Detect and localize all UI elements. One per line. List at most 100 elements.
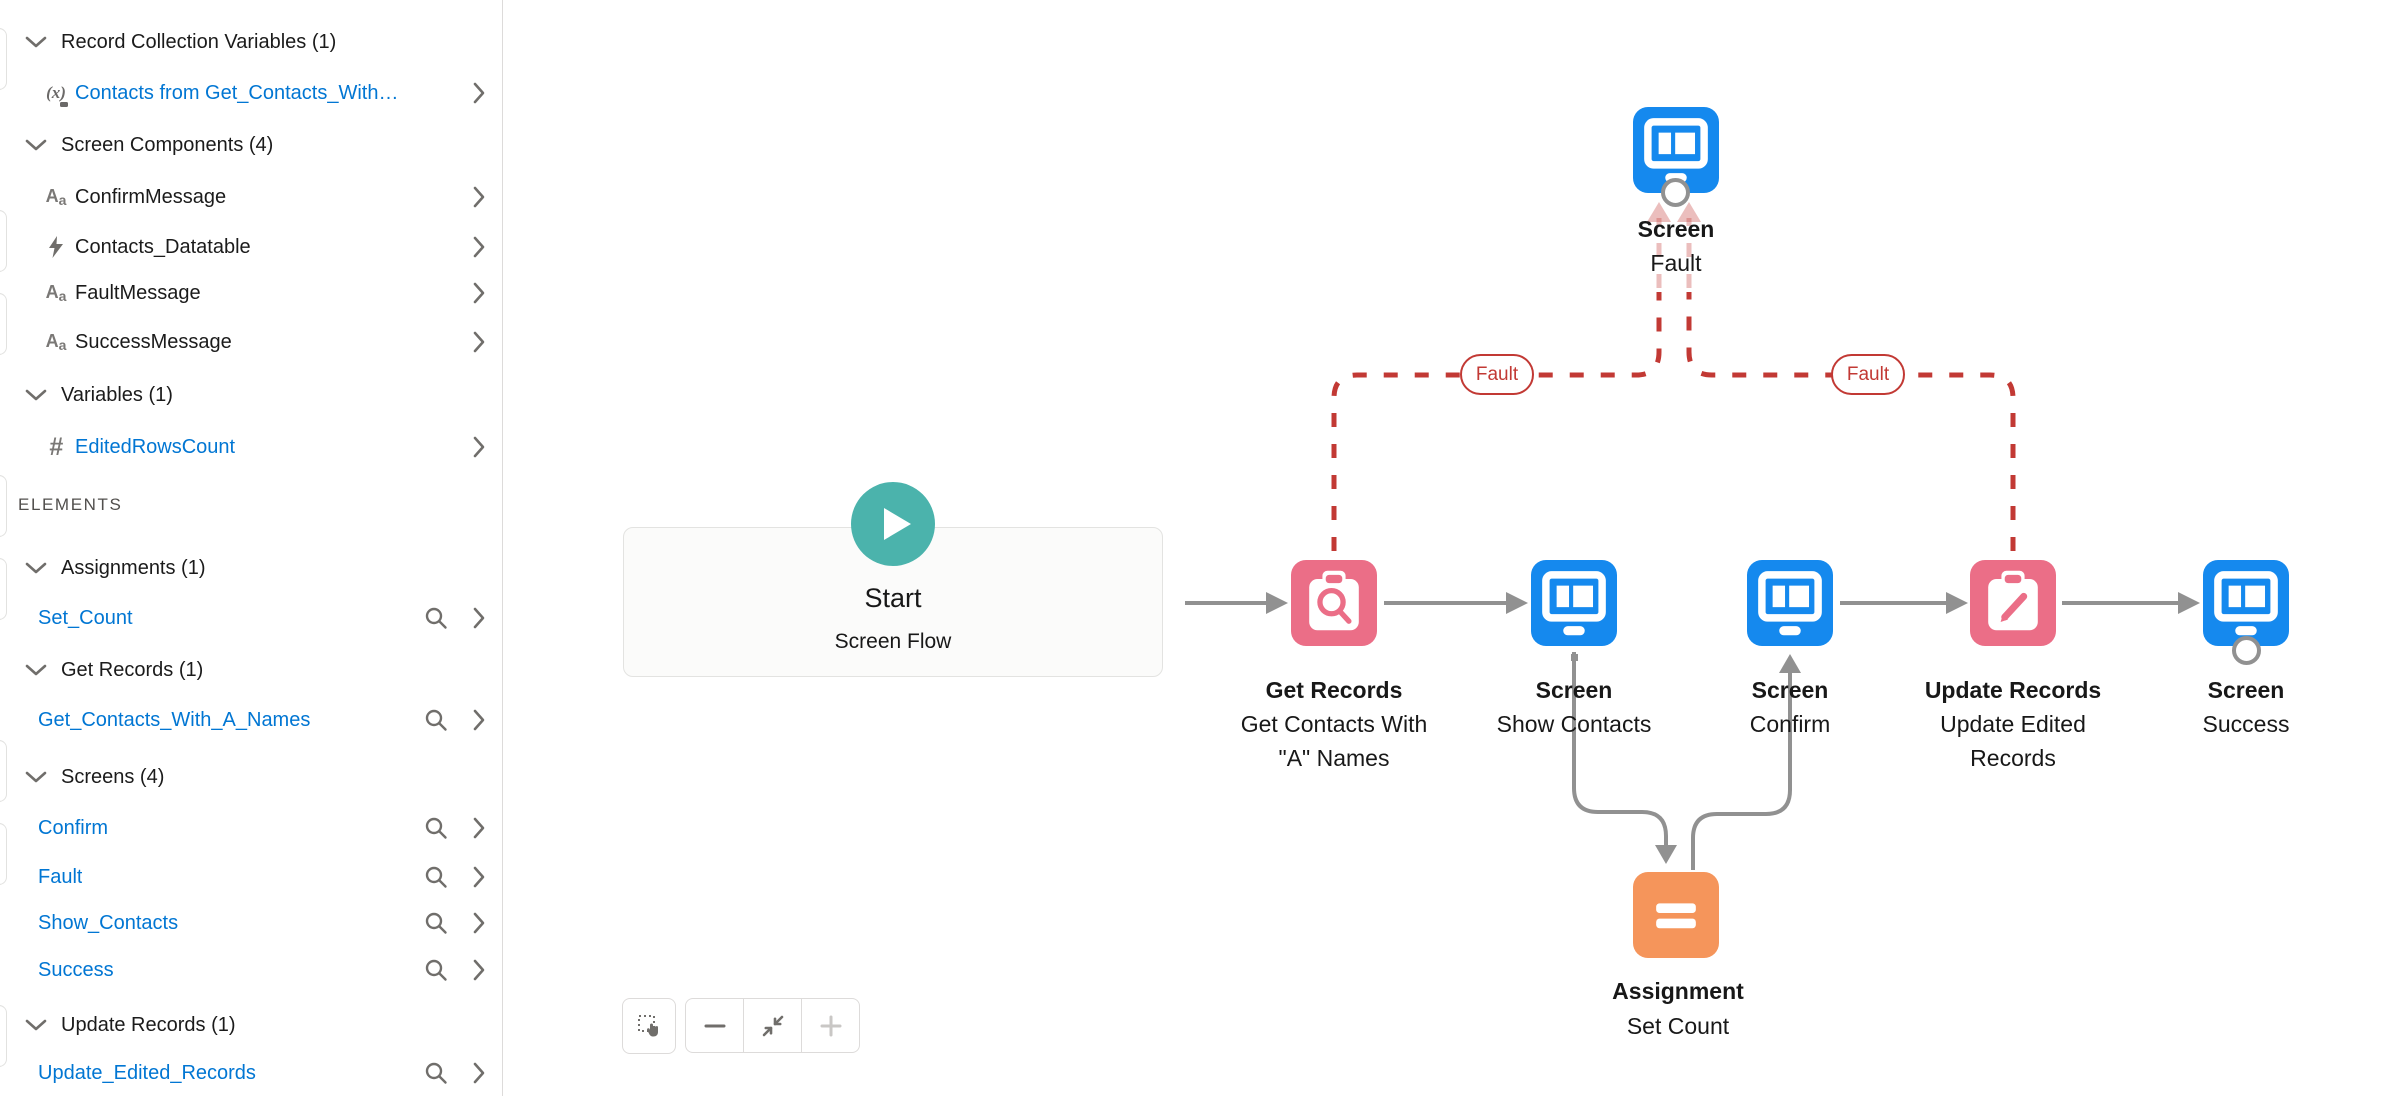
display-text-icon: Aa	[45, 331, 67, 353]
assignment-node-icon[interactable]	[1633, 872, 1719, 958]
zoom-controls	[685, 998, 860, 1053]
multi-select-button[interactable]	[622, 998, 676, 1054]
chevron-right-icon[interactable]	[472, 436, 486, 458]
fit-view-icon	[762, 1015, 783, 1036]
sidebar-item-faultmessage[interactable]: Aa FaultMessage	[0, 269, 502, 317]
search-icon[interactable]	[424, 816, 448, 840]
search-icon[interactable]	[424, 708, 448, 732]
chevron-down-icon	[25, 1019, 47, 1031]
search-icon[interactable]	[424, 911, 448, 935]
sidebar-item-label[interactable]: Contacts_Datatable	[75, 235, 251, 258]
sidebar-item-editedrowscount[interactable]: # EditedRowsCount	[0, 423, 502, 471]
node-type-label: Get Records	[1265, 677, 1403, 703]
sidebar-item-label[interactable]: Contacts from Get_Contacts_With_A...	[75, 81, 405, 104]
sidebar-item-contacts-collection[interactable]: (x) Contacts from Get_Contacts_With_A...	[0, 69, 502, 117]
fault-connector-label-left[interactable]: Fault	[1460, 354, 1534, 395]
record-update-icon	[1988, 570, 2038, 631]
chevron-right-icon[interactable]	[472, 607, 486, 629]
display-text-icon: Aa	[45, 282, 67, 304]
chevron-right-icon[interactable]	[472, 817, 486, 839]
sidebar-item-label[interactable]: SuccessMessage	[75, 330, 232, 353]
screen-success-node-icon[interactable]	[2203, 560, 2289, 646]
connector-endpoint-circle[interactable]	[2232, 636, 2261, 665]
sidebar-item-fault[interactable]: Fault	[0, 853, 502, 901]
sidebar-item-label[interactable]: Success	[38, 958, 114, 981]
sidebar-item-label[interactable]: Update_Edited_Records	[38, 1061, 256, 1084]
sidebar-section-assignments[interactable]: Assignments (1)	[0, 544, 502, 592]
zoom-out-icon	[704, 1024, 725, 1027]
update-records-node-icon[interactable]	[1970, 560, 2056, 646]
chevron-right-icon[interactable]	[472, 282, 486, 304]
cutoff-panel-fragment	[0, 823, 7, 885]
sidebar-section-record-collection-variables[interactable]: Record Collection Variables (1)	[0, 18, 502, 66]
section-label: Record Collection Variables (1)	[61, 30, 337, 53]
search-icon[interactable]	[424, 606, 448, 630]
sidebar-item-contacts-datatable[interactable]: Contacts_Datatable	[0, 223, 502, 271]
chevron-right-icon[interactable]	[472, 1062, 486, 1084]
sidebar-item-confirm[interactable]: Confirm	[0, 804, 502, 852]
chevron-right-icon[interactable]	[472, 82, 486, 104]
chevron-right-icon[interactable]	[472, 912, 486, 934]
node-name-label: Success	[2202, 711, 2290, 737]
search-icon[interactable]	[424, 1061, 448, 1085]
sidebar-item-successmessage[interactable]: Aa SuccessMessage	[0, 318, 502, 366]
node-name-label: Confirm	[1749, 711, 1831, 737]
zoom-in-button[interactable]	[801, 999, 859, 1052]
connector-endpoint-circle[interactable]	[1661, 178, 1690, 207]
sidebar-item-label[interactable]: Show_Contacts	[38, 911, 179, 934]
sidebar-item-update-edited-records[interactable]: Update_Edited_Records	[0, 1049, 502, 1096]
chevron-right-icon[interactable]	[472, 866, 486, 888]
sidebar-section-variables[interactable]: Variables (1)	[0, 371, 502, 419]
sidebar-item-success[interactable]: Success	[0, 946, 502, 994]
chevron-right-icon[interactable]	[472, 236, 486, 258]
screen-icon	[1542, 571, 1606, 636]
sidebar-item-label[interactable]: Confirm	[38, 816, 109, 839]
elements-section-label: ELEMENTS	[18, 495, 123, 514]
zoom-out-button[interactable]	[686, 999, 743, 1052]
get-records-node-icon[interactable]	[1291, 560, 1377, 646]
cutoff-panel-fragment	[0, 28, 7, 90]
node-type-label: Screen	[1535, 677, 1613, 703]
sidebar-item-label[interactable]: ConfirmMessage	[75, 185, 227, 208]
start-play-icon[interactable]	[851, 482, 935, 566]
section-label: Variables (1)	[61, 383, 173, 406]
chevron-right-icon[interactable]	[472, 709, 486, 731]
sidebar-item-label[interactable]: FaultMessage	[75, 281, 201, 304]
screen-show-contacts-node-icon[interactable]	[1531, 560, 1617, 646]
cutoff-panel-fragment	[0, 740, 7, 802]
manager-sidebar: Record Collection Variables (1) (x) Cont…	[0, 0, 503, 1096]
sidebar-section-screens[interactable]: Screens (4)	[0, 753, 502, 801]
search-icon[interactable]	[424, 958, 448, 982]
sidebar-section-get-records[interactable]: Get Records (1)	[0, 646, 502, 694]
chevron-right-icon[interactable]	[472, 331, 486, 353]
number-icon: #	[49, 432, 63, 461]
sidebar-item-label[interactable]: Get_Contacts_With_A_Names	[38, 708, 311, 731]
sidebar-section-screen-components[interactable]: Screen Components (4)	[0, 121, 502, 169]
screen-confirm-node-icon[interactable]	[1747, 560, 1833, 646]
fit-view-button[interactable]	[743, 999, 801, 1052]
chevron-down-icon	[25, 36, 47, 48]
search-icon[interactable]	[424, 865, 448, 889]
sidebar-section-update-records[interactable]: Update Records (1)	[0, 1001, 502, 1049]
chevron-down-icon	[25, 771, 47, 783]
sidebar-item-show-contacts[interactable]: Show_Contacts	[0, 899, 502, 947]
sidebar-item-confirmmessage[interactable]: Aa ConfirmMessage	[0, 173, 502, 221]
sidebar-item-label[interactable]: Fault	[38, 865, 83, 888]
chevron-down-icon	[25, 389, 47, 401]
node-name-label: Show Contacts	[1496, 711, 1652, 737]
chevron-down-icon	[25, 664, 47, 676]
sidebar-item-label[interactable]: EditedRowsCount	[75, 435, 236, 458]
section-label: Screen Components (4)	[61, 133, 274, 156]
cutoff-panel-fragment	[0, 1005, 7, 1067]
sidebar-item-set-count[interactable]: Set_Count	[0, 594, 502, 642]
sidebar-item-get-contacts-with-a-names[interactable]: Get_Contacts_With_A_Names	[0, 696, 502, 744]
start-node-subtitle: Screen Flow	[834, 630, 952, 653]
cutoff-panel-fragment	[0, 475, 7, 537]
chevron-right-icon[interactable]	[472, 959, 486, 981]
fault-connector-label-right[interactable]: Fault	[1831, 354, 1905, 395]
sidebar-item-label[interactable]: Set_Count	[38, 606, 133, 629]
chevron-right-icon[interactable]	[472, 186, 486, 208]
screen-icon	[1758, 571, 1822, 636]
